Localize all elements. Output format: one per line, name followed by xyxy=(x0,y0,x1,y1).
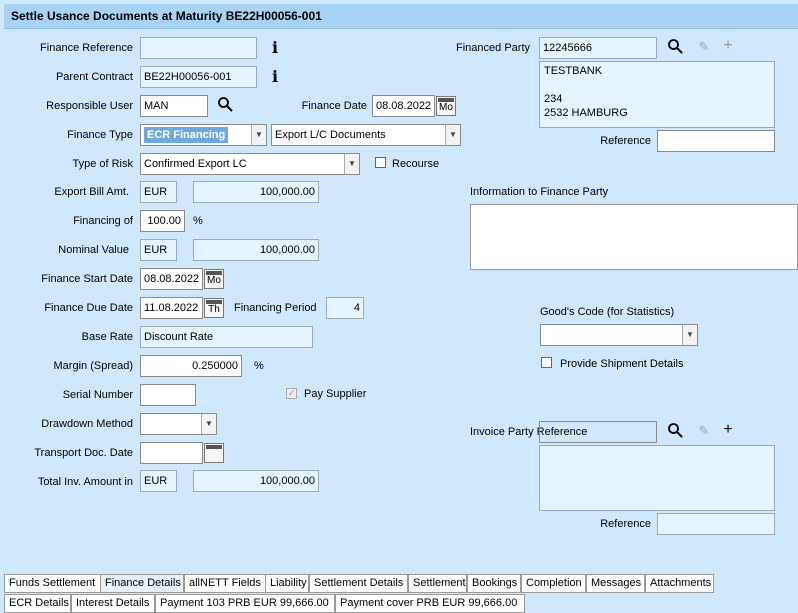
provide-shipment-checkbox[interactable] xyxy=(541,357,552,368)
financed-party-field[interactable]: 12245666 xyxy=(539,37,657,59)
base-rate-label: Base Rate xyxy=(81,331,133,343)
chevron-down-icon[interactable]: ▼ xyxy=(445,125,460,145)
finance-due-date-label: Finance Due Date xyxy=(44,302,133,314)
info-to-finance-party-textarea[interactable] xyxy=(470,204,798,270)
info-icon[interactable]: i xyxy=(271,38,279,57)
tab-allnett-fields[interactable]: allNETT Fields xyxy=(184,574,266,593)
recourse-label: Recourse xyxy=(392,158,440,170)
type-of-risk-select[interactable]: Confirmed Export LC▼ xyxy=(140,153,360,175)
pay-supplier-label: Pay Supplier xyxy=(304,388,367,400)
add-icon[interactable]: + xyxy=(723,37,733,54)
finance-reference-field[interactable] xyxy=(140,37,257,59)
provide-shipment-label: Provide Shipment Details xyxy=(560,358,684,370)
info-to-finance-party-label: Information to Finance Party xyxy=(470,186,609,198)
calendar-icon[interactable] xyxy=(204,443,224,463)
tab-finance-details[interactable]: Finance Details xyxy=(100,574,184,593)
parent-contract-label: Parent Contract xyxy=(55,71,133,83)
margin-field[interactable]: 0.250000 xyxy=(140,355,242,377)
financing-period-field[interactable]: 4 xyxy=(326,297,364,319)
tab-payment-cover-prb-eur-99-666-00[interactable]: Payment cover PRB EUR 99,666.00 xyxy=(335,594,525,613)
nominal-value-amount[interactable]: 100,000.00 xyxy=(193,239,319,261)
add-icon[interactable]: + xyxy=(723,421,733,438)
financing-of-label: Financing of xyxy=(73,215,133,227)
percent-unit: % xyxy=(193,215,203,227)
goods-code-label: Good's Code (for Statistics) xyxy=(540,306,675,318)
finance-due-date-field[interactable]: 11.08.2022 xyxy=(140,297,203,319)
financed-party-address: TESTBANK 234 2532 HAMBURG xyxy=(539,61,775,128)
type-of-risk-label: Type of Risk xyxy=(72,158,133,170)
chevron-down-icon[interactable]: ▼ xyxy=(251,125,266,145)
base-rate-field[interactable]: Discount Rate xyxy=(140,326,313,348)
tab-interest-details[interactable]: Interest Details xyxy=(71,594,155,613)
tab-settlement-details[interactable]: Settlement Details xyxy=(309,574,408,593)
calendar-icon[interactable]: Th xyxy=(204,298,224,318)
tab-completion[interactable]: Completion xyxy=(521,574,586,593)
export-bill-amt-label: Export Bill Amt. xyxy=(54,186,129,198)
drawdown-method-label: Drawdown Method xyxy=(41,418,133,430)
calendar-icon[interactable]: Mo xyxy=(436,96,456,116)
finance-start-date-field[interactable]: 08.08.2022 xyxy=(140,268,203,290)
invoice-party-label: Invoice Party Reference xyxy=(470,426,588,438)
financing-period-label: Financing Period xyxy=(234,302,317,314)
invoice-party-field[interactable] xyxy=(539,421,657,443)
tab-settlement[interactable]: Settlement xyxy=(408,574,467,593)
serial-number-label: Serial Number xyxy=(62,389,133,401)
responsible-user-label: Responsible User xyxy=(46,100,133,112)
invoice-party-address xyxy=(539,445,775,511)
reference-label: Reference xyxy=(600,135,651,147)
chevron-down-icon[interactable]: ▼ xyxy=(682,325,697,345)
transport-doc-date-label: Transport Doc. Date xyxy=(34,447,133,459)
tab-funds-settlement[interactable]: Funds Settlement xyxy=(4,574,101,593)
tab-liability[interactable]: Liability xyxy=(265,574,309,593)
nominal-value-currency[interactable]: EUR xyxy=(140,239,177,261)
reference-field[interactable] xyxy=(657,130,775,152)
nominal-value-label: Nominal Value xyxy=(58,244,129,256)
responsible-user-field[interactable]: MAN xyxy=(140,95,208,117)
finance-start-date-label: Finance Start Date xyxy=(41,273,133,285)
info-icon[interactable]: i xyxy=(271,67,279,86)
tab-ecr-details[interactable]: ECR Details xyxy=(4,594,71,613)
reference-field[interactable] xyxy=(657,513,775,535)
total-inv-amount[interactable]: 100,000.00 xyxy=(193,470,319,492)
tab-messages[interactable]: Messages xyxy=(586,574,645,593)
edit-pencil-icon[interactable]: ✎ xyxy=(698,39,710,54)
search-icon[interactable] xyxy=(666,422,684,440)
percent-unit: % xyxy=(254,360,264,372)
page-title: Settle Usance Documents at Maturity BE22… xyxy=(11,9,322,23)
edit-pencil-icon[interactable]: ✎ xyxy=(698,423,710,438)
calendar-icon[interactable]: Mo xyxy=(204,269,224,289)
total-inv-currency[interactable]: EUR xyxy=(140,470,177,492)
financed-party-label: Financed Party xyxy=(456,42,530,54)
export-bill-amount[interactable]: 100,000.00 xyxy=(193,181,319,203)
tab-payment-103-prb-eur-99-666-00[interactable]: Payment 103 PRB EUR 99,666.00 xyxy=(155,594,335,613)
serial-number-field[interactable] xyxy=(140,384,196,406)
financing-of-field[interactable]: 100.00 xyxy=(140,210,185,232)
search-icon[interactable] xyxy=(216,96,234,114)
finance-reference-label: Finance Reference xyxy=(40,42,133,54)
tab-bookings[interactable]: Bookings xyxy=(467,574,521,593)
tab-attachments[interactable]: Attachments xyxy=(645,574,714,593)
drawdown-method-select[interactable]: ▼ xyxy=(140,413,217,435)
chevron-down-icon[interactable]: ▼ xyxy=(344,154,359,174)
reference-label: Reference xyxy=(600,518,651,530)
export-bill-currency[interactable]: EUR xyxy=(140,181,177,203)
finance-type-label: Finance Type xyxy=(67,129,133,141)
total-inv-amount-label: Total Inv. Amount in xyxy=(37,476,133,488)
recourse-checkbox[interactable] xyxy=(375,157,386,168)
finance-type-select[interactable]: ECR Financing▼ xyxy=(140,124,267,146)
title-bar: Settle Usance Documents at Maturity BE22… xyxy=(4,4,798,29)
pay-supplier-checkbox[interactable]: ✓ xyxy=(286,388,297,399)
finance-date-field[interactable]: 08.08.2022 xyxy=(372,95,435,117)
margin-label: Margin (Spread) xyxy=(53,360,133,372)
goods-code-select[interactable]: ▼ xyxy=(540,324,698,346)
finance-subtype-select[interactable]: Export L/C Documents▼ xyxy=(271,124,461,146)
search-icon[interactable] xyxy=(666,38,684,56)
finance-date-label: Finance Date xyxy=(301,100,367,112)
chevron-down-icon[interactable]: ▼ xyxy=(201,414,216,434)
transport-doc-date-field[interactable] xyxy=(140,442,203,464)
parent-contract-field[interactable]: BE22H00056-001 xyxy=(140,66,257,88)
